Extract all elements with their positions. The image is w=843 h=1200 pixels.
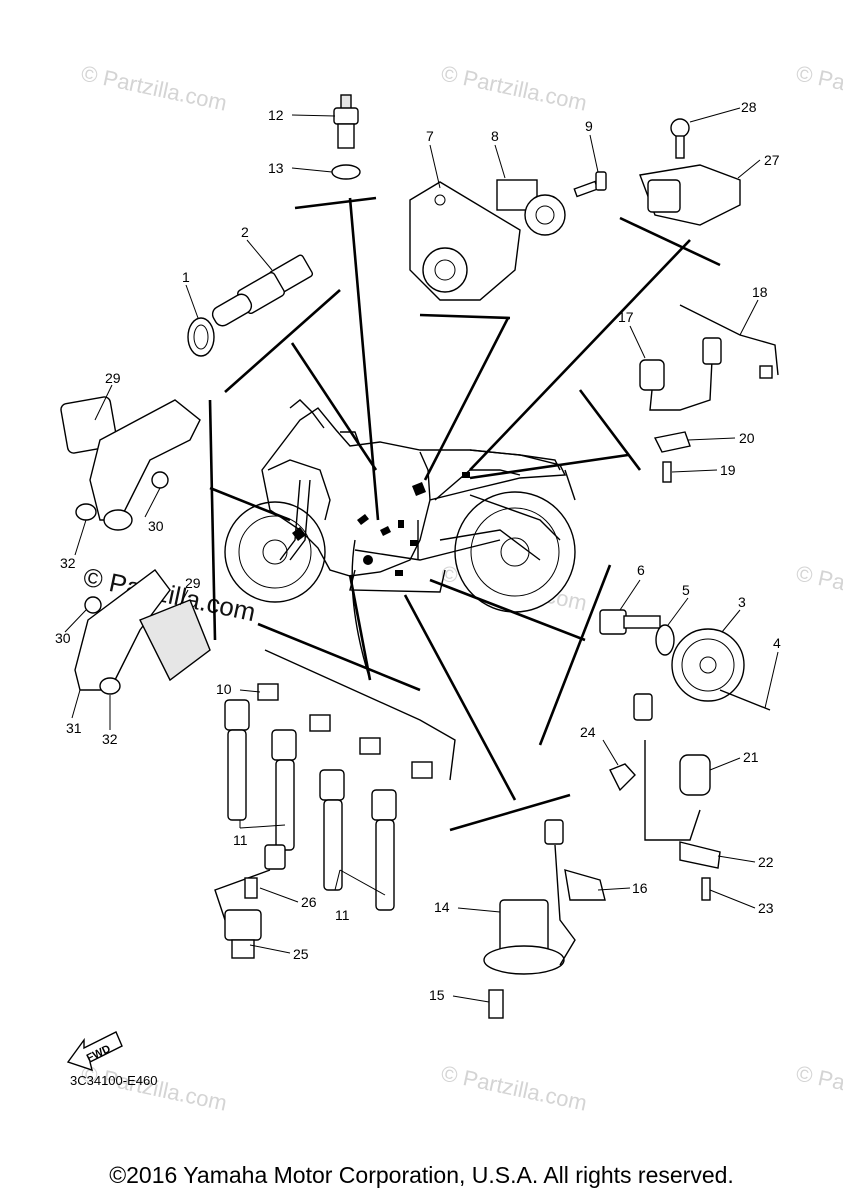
callout-3: 3	[738, 594, 746, 610]
callout-24: 24	[580, 724, 596, 740]
callout-7: 7	[426, 128, 434, 144]
callout-6: 6	[637, 562, 645, 578]
diagram-code: 3C34100-E460	[70, 1073, 158, 1088]
watermark: © Partzilla.com	[794, 560, 843, 615]
callout-14: 14	[434, 899, 450, 915]
motorcycle-illustration	[224, 399, 576, 613]
callout-29: 29	[185, 575, 201, 591]
callout-4: 4	[773, 635, 781, 651]
callout-30: 30	[148, 518, 164, 534]
callout-16: 16	[632, 880, 648, 896]
callout-17: 17	[618, 309, 634, 325]
callout-8: 8	[491, 128, 499, 144]
callout-18: 18	[752, 284, 768, 300]
callout-29: 29	[105, 370, 121, 386]
callout-28: 28	[741, 99, 757, 115]
callout-1: 1	[182, 269, 190, 285]
leader-lines	[208, 196, 721, 832]
callout-2: 2	[241, 224, 249, 240]
callout-27: 27	[764, 152, 780, 168]
watermark: © Partzilla.com	[794, 60, 843, 115]
callout-10: 10	[216, 681, 232, 697]
callout-11: 11	[233, 832, 248, 848]
callout-22: 22	[758, 854, 774, 870]
callout-19: 19	[720, 462, 736, 478]
watermark: © Partzilla.com	[794, 1060, 843, 1115]
callout-23: 23	[758, 900, 774, 916]
watermark: © Partzilla.com	[439, 1060, 589, 1115]
callout-25: 25	[293, 946, 309, 962]
callout-13: 13	[268, 160, 284, 176]
callout-30: 30	[55, 630, 71, 646]
callout-labels: 1 2 3 4 5 6 7 8 9 10 11 11 12 13 14 15 1…	[55, 99, 781, 1003]
copyright-notice: ©2016 Yamaha Motor Corporation, U.S.A. A…	[109, 1162, 734, 1188]
callout-32: 32	[60, 555, 76, 571]
callout-9: 9	[585, 118, 593, 134]
watermark: © Partzilla.com	[79, 1060, 229, 1115]
watermark: © Partzilla.com	[439, 60, 589, 115]
callout-26: 26	[301, 894, 317, 910]
callout-leaders	[64, 107, 779, 1003]
callout-31: 31	[66, 720, 82, 736]
callout-11: 11	[335, 907, 350, 923]
callout-32: 32	[102, 731, 118, 747]
callout-20: 20	[739, 430, 755, 446]
callout-5: 5	[682, 582, 690, 598]
watermark: © Partzilla.com	[79, 60, 229, 115]
part-sketches	[60, 94, 779, 1019]
callout-15: 15	[429, 987, 445, 1003]
callout-21: 21	[743, 749, 759, 765]
callout-12: 12	[268, 107, 284, 123]
